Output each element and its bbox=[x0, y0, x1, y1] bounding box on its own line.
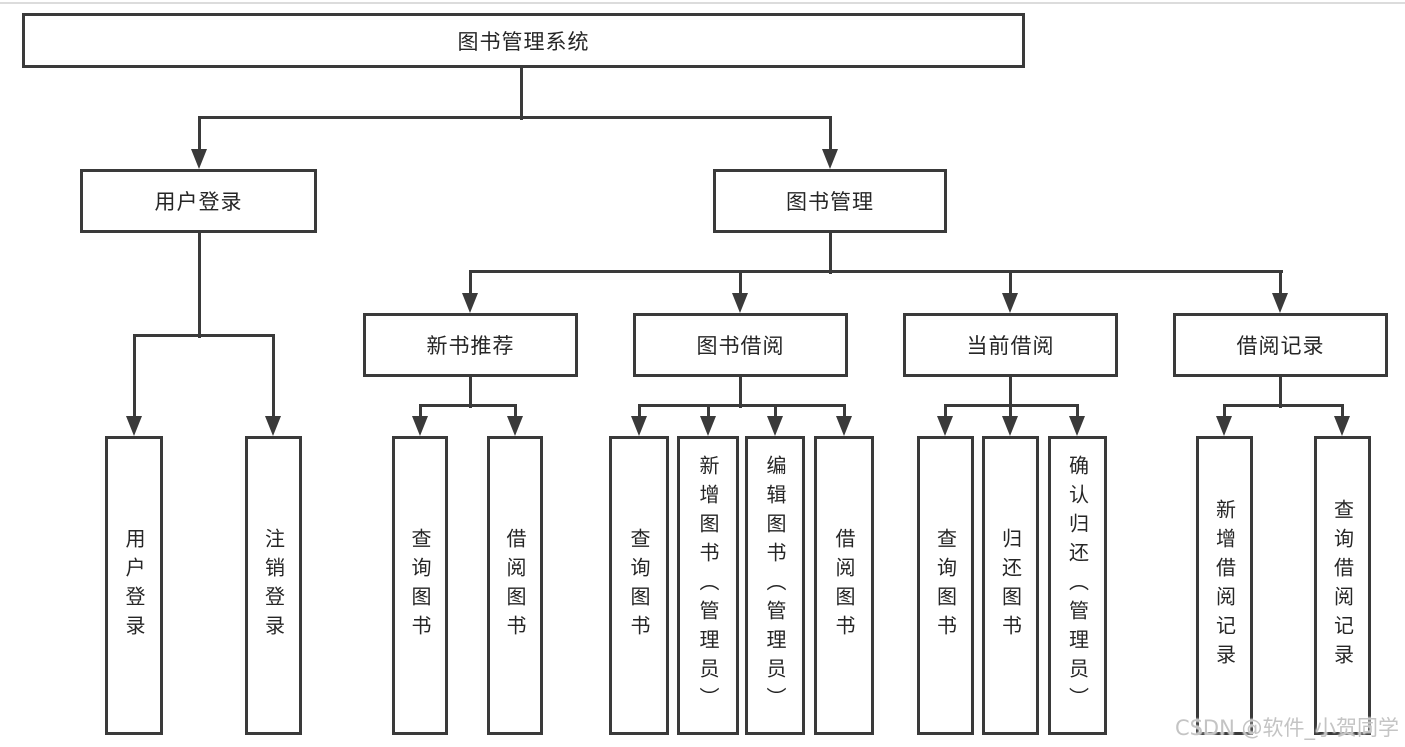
node-leaf-user-login: 用户登录 bbox=[105, 436, 163, 735]
node-user-login: 用户登录 bbox=[80, 169, 317, 233]
arrowhead bbox=[631, 416, 647, 436]
connector-vline bbox=[739, 376, 742, 408]
arrowhead bbox=[700, 416, 716, 436]
node-label: 图书管理系统 bbox=[457, 29, 590, 54]
connector-vline bbox=[198, 117, 201, 149]
node-label: 用户登录 bbox=[154, 190, 243, 214]
connector-hline bbox=[638, 404, 846, 407]
connector-hline bbox=[419, 404, 517, 407]
connector-hline bbox=[469, 270, 1283, 273]
node-label: 借阅图书 bbox=[503, 527, 527, 644]
arrowhead bbox=[836, 416, 852, 436]
connector-vline bbox=[1279, 376, 1282, 408]
node-leaf-records-query-record: 查询借阅记录 bbox=[1314, 436, 1371, 735]
connector-vline bbox=[944, 405, 947, 416]
connector-vline bbox=[843, 405, 846, 416]
connector-vline bbox=[829, 117, 832, 149]
connector-vline bbox=[829, 233, 832, 274]
node-label: 新增图书（管理员） bbox=[696, 455, 720, 716]
node-label: 注销登录 bbox=[261, 527, 286, 644]
node-leaf-rec-borrow-books: 借阅图书 bbox=[487, 436, 543, 735]
node-leaf-rec-query-books: 查询图书 bbox=[392, 436, 448, 735]
node-label: 查询图书 bbox=[933, 527, 958, 644]
arrowhead bbox=[1002, 416, 1018, 436]
node-label: 借阅记录 bbox=[1236, 334, 1325, 358]
node-new-book-recommend: 新书推荐 bbox=[363, 313, 578, 377]
connector-vline bbox=[514, 405, 517, 416]
node-book-borrowing: 图书借阅 bbox=[633, 313, 848, 377]
connector-vline bbox=[774, 405, 777, 416]
connector-vline bbox=[638, 405, 641, 416]
node-book-management: 图书管理 bbox=[713, 169, 947, 233]
node-label: 新书推荐 bbox=[426, 334, 515, 358]
arrowhead bbox=[767, 416, 783, 436]
node-leaf-borrow-add-books: 新增图书（管理员） bbox=[677, 436, 739, 735]
node-root: 图书管理系统 bbox=[22, 13, 1025, 68]
connector-vline bbox=[469, 271, 472, 293]
arrowhead bbox=[126, 416, 142, 436]
node-label: 查询借阅记录 bbox=[1330, 498, 1355, 673]
csdn-watermark: CSDN @软件_小贺同学 bbox=[1174, 716, 1399, 740]
arrowhead bbox=[822, 149, 838, 169]
node-label: 新增借阅记录 bbox=[1212, 498, 1237, 673]
arrowhead bbox=[937, 416, 953, 436]
node-label: 确认归还（管理员） bbox=[1065, 455, 1090, 716]
connector-vline bbox=[1009, 376, 1012, 408]
arrowhead bbox=[732, 293, 748, 313]
connector-vline bbox=[1076, 405, 1079, 416]
node-label: 查询图书 bbox=[408, 527, 432, 644]
node-leaf-borrow-borrow-books: 借阅图书 bbox=[814, 436, 874, 735]
connector-vline bbox=[469, 376, 472, 408]
node-leaf-borrow-query-books: 查询图书 bbox=[609, 436, 669, 735]
arrowhead bbox=[1002, 293, 1018, 313]
connector-vline bbox=[272, 335, 275, 416]
arrowhead bbox=[1216, 416, 1232, 436]
arrowhead bbox=[265, 416, 281, 436]
connector-vline bbox=[419, 405, 422, 416]
top-border-line bbox=[0, 2, 1405, 4]
connector-hline bbox=[198, 116, 832, 119]
arrowhead bbox=[1272, 293, 1288, 313]
connector-vline bbox=[1009, 271, 1012, 293]
node-label: 图书借阅 bbox=[696, 334, 785, 358]
arrowhead bbox=[1069, 416, 1085, 436]
node-current-borrowing: 当前借阅 bbox=[903, 313, 1118, 377]
node-label: 查询图书 bbox=[627, 527, 651, 644]
connector-vline bbox=[1279, 271, 1282, 293]
node-leaf-records-add-record: 新增借阅记录 bbox=[1196, 436, 1253, 735]
connector-vline bbox=[133, 335, 136, 416]
arrowhead bbox=[412, 416, 428, 436]
node-leaf-current-confirm-return: 确认归还（管理员） bbox=[1048, 436, 1107, 735]
connector-vline bbox=[520, 68, 523, 120]
arrowhead bbox=[1334, 416, 1350, 436]
arrowhead bbox=[191, 149, 207, 169]
node-leaf-current-return-books: 归还图书 bbox=[982, 436, 1039, 735]
node-leaf-borrow-edit-books: 编辑图书（管理员） bbox=[745, 436, 805, 735]
connector-hline bbox=[1223, 404, 1344, 407]
connector-vline bbox=[1341, 405, 1344, 416]
arrowhead bbox=[507, 416, 523, 436]
node-label: 用户登录 bbox=[122, 527, 146, 644]
node-label: 编辑图书（管理员） bbox=[763, 455, 787, 716]
node-label: 图书管理 bbox=[786, 190, 874, 214]
node-borrowing-records: 借阅记录 bbox=[1173, 313, 1388, 377]
node-leaf-logout: 注销登录 bbox=[245, 436, 302, 735]
connector-vline bbox=[1223, 405, 1226, 416]
connector-hline bbox=[133, 334, 275, 337]
node-label: 归还图书 bbox=[998, 527, 1023, 644]
node-leaf-current-query-books: 查询图书 bbox=[917, 436, 974, 735]
connector-vline bbox=[707, 405, 710, 416]
connector-vline bbox=[1009, 405, 1012, 416]
connector-vline bbox=[739, 271, 742, 293]
arrowhead bbox=[462, 293, 478, 313]
connector-vline bbox=[198, 233, 201, 338]
node-label: 借阅图书 bbox=[832, 527, 856, 644]
node-label: 当前借阅 bbox=[966, 334, 1055, 358]
